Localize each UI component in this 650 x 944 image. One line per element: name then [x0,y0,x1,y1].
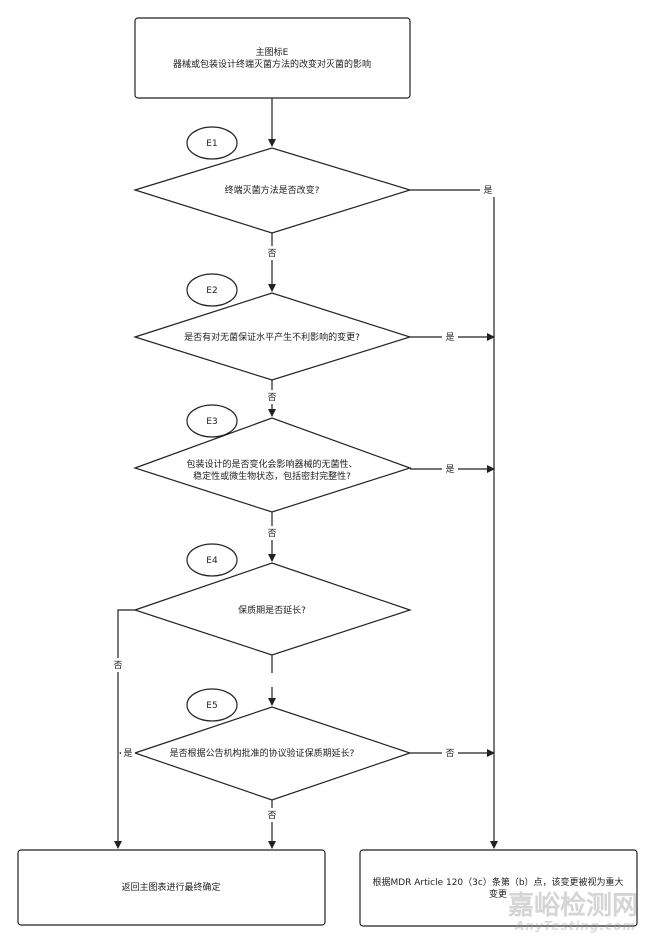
label-e5 [186,688,238,722]
title-line2: 器械或包装设计终端灭菌方法的改变对灭菌的影响 [173,58,371,70]
label-e4 [186,543,238,577]
question-line1: 包装设计的是否变化会影响器械的无菌性、 [186,458,357,470]
yes-label: 是 [123,748,132,759]
svg-text:嘉峪检测网: 嘉峪检测网 [508,890,638,921]
question: 保质期是否延长? [238,604,306,616]
yes-label: 是 [445,332,454,343]
no-label: 否 [267,248,276,259]
title-line1: 主图标E [256,46,289,58]
decision-e4 [133,562,412,656]
step-id: E4 [206,556,218,566]
outcome-left-text: 返回主图表进行最终确定 [121,881,220,893]
yes-label: 是 [483,185,492,196]
question: 是否有对无菌保证水平产生不利影响的变更? [184,331,360,343]
step-id: E2 [206,286,217,296]
outcome-right-line1: 根据MDR Article 120（3c）条第（b）点，该变更被视为重大 [372,876,623,888]
label-e2 [186,273,238,307]
label-e3 [186,404,238,438]
label-e1 [186,126,238,160]
question: 是否根据公告机构批准的协议验证保质期延长? [170,747,355,759]
arrow-no-e4-left [114,609,135,849]
title-box [134,17,411,99]
question-line2: 稳定性或微生物状态，包括密封完整性? [193,470,351,482]
outcome-left-box [17,849,326,926]
outcome-right-box [359,849,638,927]
question: 终端灭菌方法是否改变? [225,184,320,196]
watermark: 嘉峪检测网 AnyTesting.com [508,890,638,933]
outcome-right-line2: 变更 [489,888,507,900]
step-id: E3 [206,417,217,427]
no-label: 否 [113,660,122,671]
yes-label: 是 [445,464,454,475]
no-label: 否 [445,748,454,759]
svg-text:AnyTesting.com: AnyTesting.com [514,919,636,933]
step-id: E1 [206,139,217,149]
no-label: 否 [267,528,276,539]
step-id: E5 [206,701,217,711]
no-label: 否 [267,810,276,821]
no-label: 否 [267,392,276,403]
